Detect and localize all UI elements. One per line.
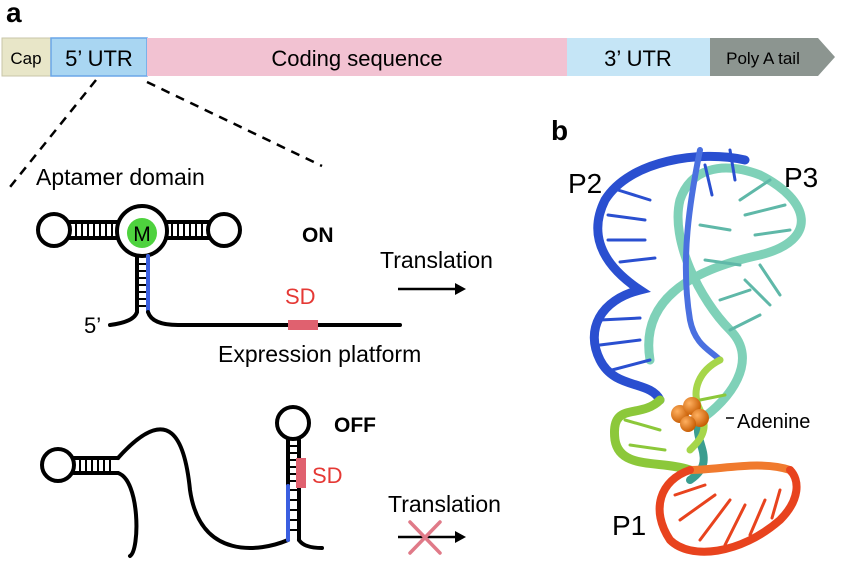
polya-label: Poly A tail: [726, 49, 800, 68]
off-state-label: OFF: [334, 414, 376, 437]
on-sd-box: [288, 320, 318, 330]
zoom-line-right: [146, 80, 323, 168]
off-basepair-ticks: [79, 445, 297, 531]
off-structure: [40, 405, 324, 558]
five-prime-label: 5’: [84, 313, 101, 338]
cap-label: Cap: [10, 49, 41, 68]
utr5-segment: [50, 37, 148, 77]
cap-segment: [1, 37, 52, 77]
on-translation-arrow: [398, 283, 466, 295]
utr5-label: 5’ UTR: [65, 46, 133, 71]
off-sd-label: SD: [312, 463, 343, 488]
polya-segment: [710, 38, 835, 76]
p1-label: P1: [612, 510, 646, 541]
ligand-m-circle: [127, 218, 157, 248]
p2-label: P2: [568, 168, 602, 199]
ligand-m-label: M: [133, 223, 151, 246]
on-state-label: ON: [302, 224, 334, 247]
on-sd-label: SD: [285, 284, 316, 309]
adenine-label: Adenine: [737, 411, 810, 433]
aptamer-domain-label: Aptamer domain: [36, 164, 205, 190]
mrna-bar: Cap 5’ UTR Coding sequence 3’ UTR Poly A…: [1, 37, 835, 77]
zoom-line-left: [5, 79, 97, 193]
panel-b-label: b: [551, 115, 568, 146]
adenine-ligand: [671, 397, 709, 432]
utr3-segment: [567, 38, 710, 76]
on-translation-label: Translation: [380, 247, 493, 273]
coding-label: Coding sequence: [271, 46, 442, 71]
on-structure: [36, 204, 402, 327]
expression-platform-label: Expression platform: [218, 341, 421, 367]
riboswitch-3d-structure: [589, 147, 806, 556]
riboswitch-basepair-rungs: [598, 148, 792, 547]
blocked-cross-icon: [408, 520, 442, 555]
off-sd-box: [296, 458, 306, 488]
p3-label: P3: [784, 162, 818, 193]
utr3-label: 3’ UTR: [604, 46, 672, 71]
panel-a-label: a: [6, 0, 22, 28]
off-translation-arrow: [398, 531, 466, 543]
off-translation-label: Translation: [388, 491, 501, 517]
on-basepair-ticks: [75, 224, 203, 307]
coding-segment: [147, 38, 567, 76]
